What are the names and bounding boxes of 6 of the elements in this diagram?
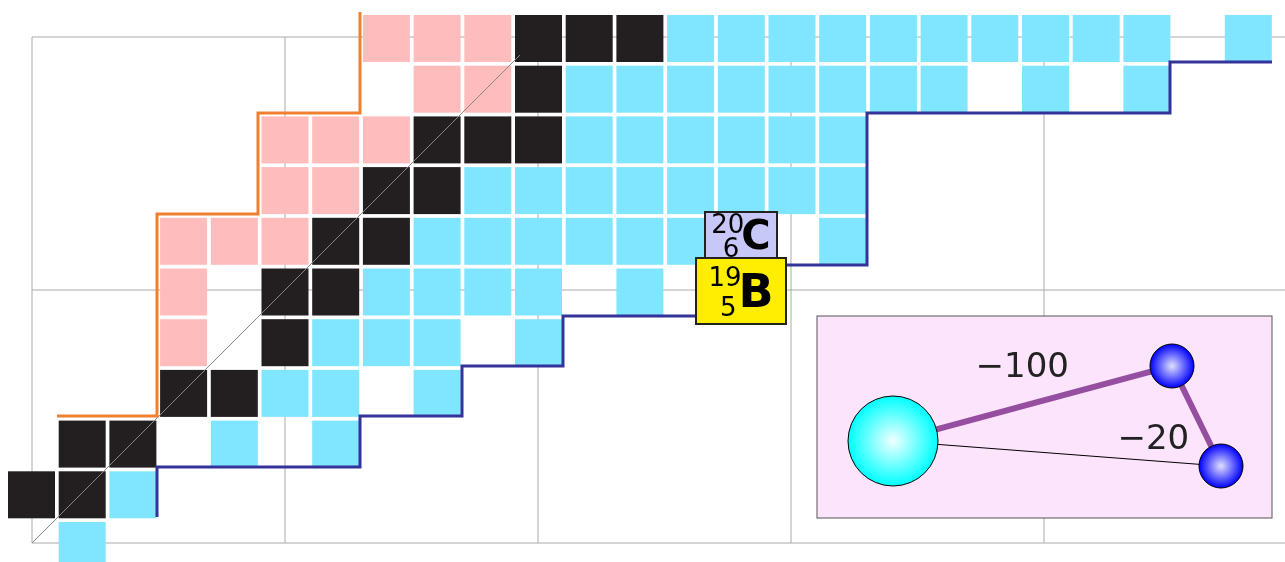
connector-line [935,368,1152,433]
nucleus-circle [1198,443,1244,489]
nucleus-circle [847,395,939,487]
nucleus-circle [1149,343,1195,389]
connector-line [937,443,1200,465]
connector-line [1179,384,1214,448]
